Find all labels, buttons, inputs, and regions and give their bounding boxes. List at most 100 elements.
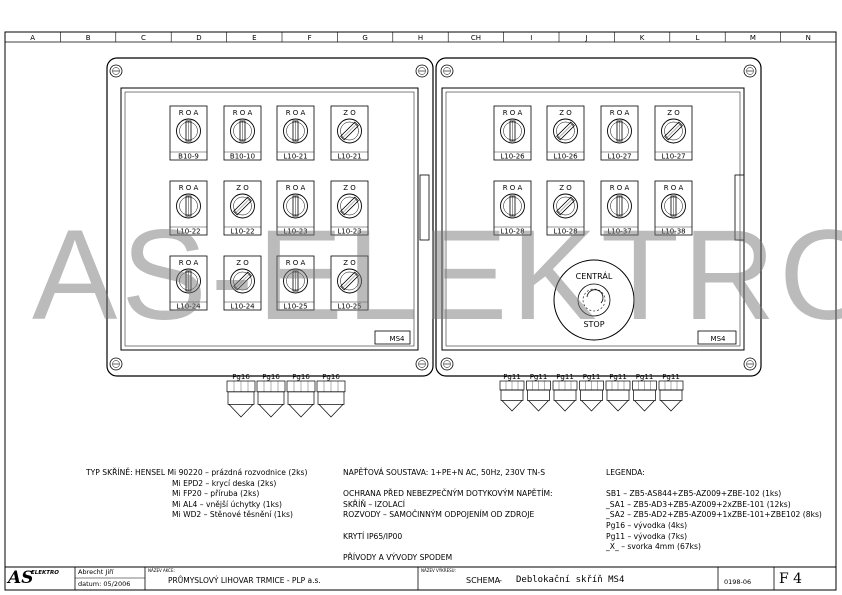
grid-column-label: B	[86, 34, 91, 42]
note-line: _SA2 – ZB5-AD2+ZB5-AZ009+1xZBE-101+ZBE10…	[606, 510, 822, 520]
screw-icon	[440, 64, 454, 78]
switch-label: L10-27	[607, 153, 631, 161]
right-panel-label-box	[697, 330, 737, 345]
author: Abrecht Jiří	[78, 568, 114, 576]
cable-gland: Pg11	[579, 373, 604, 412]
drawing-dash: –	[498, 576, 502, 585]
switch-positions: R O A	[179, 259, 199, 267]
switch-label: L10-21	[283, 153, 307, 161]
selector-switch: R O A L10-24	[169, 255, 208, 311]
screw-icon	[109, 64, 123, 78]
switch-positions: Z O	[559, 184, 572, 192]
note-line: ROZVODY – SAMOČINNÝM ODPOJENÍM OD ZDROJE	[343, 510, 535, 520]
switch-label: L10-23	[283, 228, 307, 236]
switch-positions: R O A	[610, 109, 630, 117]
switch-positions: R O A	[179, 109, 199, 117]
drawing-number: 0198-06	[724, 578, 752, 586]
grid-column-label: E	[252, 34, 256, 42]
gland-label: Pg11	[583, 373, 601, 381]
switch-positions: R O A	[503, 109, 523, 117]
note-line: Mi WD2 – Stěnové těsnění (1ks)	[172, 510, 293, 520]
switch-label: L10-24	[230, 303, 255, 311]
date: datum: 05/2006	[78, 580, 131, 588]
company-logo: AS	[8, 568, 34, 588]
note-line: NAPĚŤOVÁ SOUSTAVA: 1+PE+N AC, 50Hz, 230V…	[343, 468, 546, 477]
note-line: PŘÍVODY A VÝVODY SPODEM	[343, 552, 453, 562]
switch-label: L10-37	[607, 228, 631, 236]
switch-positions: Z O	[343, 109, 356, 117]
note-line: Pg11 – vývodka (7ks)	[606, 531, 688, 541]
note-line: OCHRANA PŘED NEBEZPEČNÝM DOTYKOVÝM NAPĚT…	[343, 489, 553, 499]
switch-label: B10-9	[178, 153, 199, 161]
note-line: TYP SKŘÍNĚ: HENSEL Mi 90220 – prázdná ro…	[86, 468, 308, 477]
note-line	[343, 521, 553, 532]
screw-icon	[415, 64, 429, 78]
selector-switch: Z O L10-23	[330, 180, 369, 236]
switch-positions: Z O	[236, 184, 249, 192]
switch-label: L10-23	[337, 228, 361, 236]
legend-notes: LEGENDA: SB1 – ZB5-AS844+ZB5-AZ009+ZBE-1…	[606, 468, 822, 553]
switch-label: B10-10	[230, 153, 255, 161]
screw-icon	[743, 357, 757, 371]
cable-gland: Pg16	[226, 373, 256, 418]
note-line: LEGENDA:	[606, 468, 645, 477]
switch-positions: Z O	[343, 184, 356, 192]
switch-label: L10-21	[337, 153, 361, 161]
grid-column-label: CH	[471, 34, 481, 42]
gland-label: Pg11	[556, 373, 574, 381]
screw-icon	[415, 357, 429, 371]
grid-column-label: N	[806, 34, 811, 42]
cable-gland: Pg11	[499, 373, 525, 412]
switch-label: L10-27	[661, 153, 685, 161]
customer-caption: NÁZEV AKCE:	[148, 568, 175, 573]
enclosure-notes: TYP SKŘÍNĚ: HENSEL Mi 90220 – prázdná ro…	[86, 468, 307, 521]
switch-positions: R O A	[179, 184, 199, 192]
gland-label: Pg11	[503, 373, 521, 381]
cable-gland: Pg11	[605, 373, 631, 412]
cable-gland: Pg11	[526, 373, 551, 412]
note-line: KRYTÍ IP65/IP00	[343, 531, 403, 541]
gland-label: Pg16	[322, 373, 340, 381]
right-panel-label: MS4	[711, 335, 726, 343]
note-line: SB1 – ZB5-AS844+ZB5-AZ009+ZBE-102 (1ks)	[606, 489, 782, 499]
note-line: SKŘÍŇ – IZOLACÍ	[343, 499, 406, 509]
note-line	[343, 479, 553, 490]
right-cable-glands: Pg11 Pg11 Pg11 Pg11 Pg11 Pg11 Pg11	[499, 373, 684, 412]
switch-label: L10-38	[661, 228, 685, 236]
switch-label: L10-24	[176, 303, 201, 311]
selector-switch: R O A B10-9	[169, 105, 208, 161]
gland-label: Pg11	[662, 373, 680, 381]
grid-column-label: A	[30, 34, 35, 42]
switch-positions: Z O	[559, 109, 572, 117]
switch-positions: R O A	[286, 259, 306, 267]
cable-gland: Pg11	[552, 373, 578, 412]
selector-switch: R O A L10-27	[600, 105, 639, 161]
note-line: Mi AL4 – vnější úchytky (1ks)	[172, 499, 282, 509]
switch-label: L10-28	[500, 228, 524, 236]
left-hinge	[419, 174, 430, 241]
emergency-stop-button: CENTRÁL STOP	[553, 259, 635, 341]
screw-icon	[109, 357, 123, 371]
selector-switch: Z O L10-21	[330, 105, 369, 161]
switch-label: L10-22	[176, 228, 200, 236]
grid-column-label: C	[141, 34, 146, 42]
note-line: _X_ – svorka 4mm (67ks)	[606, 542, 701, 552]
gland-label: Pg11	[636, 373, 654, 381]
gland-label: Pg16	[232, 373, 250, 381]
switch-label: L10-22	[230, 228, 254, 236]
estop-top-label: CENTRÁL	[576, 270, 613, 281]
gland-label: Pg11	[530, 373, 548, 381]
title-block	[5, 566, 836, 590]
